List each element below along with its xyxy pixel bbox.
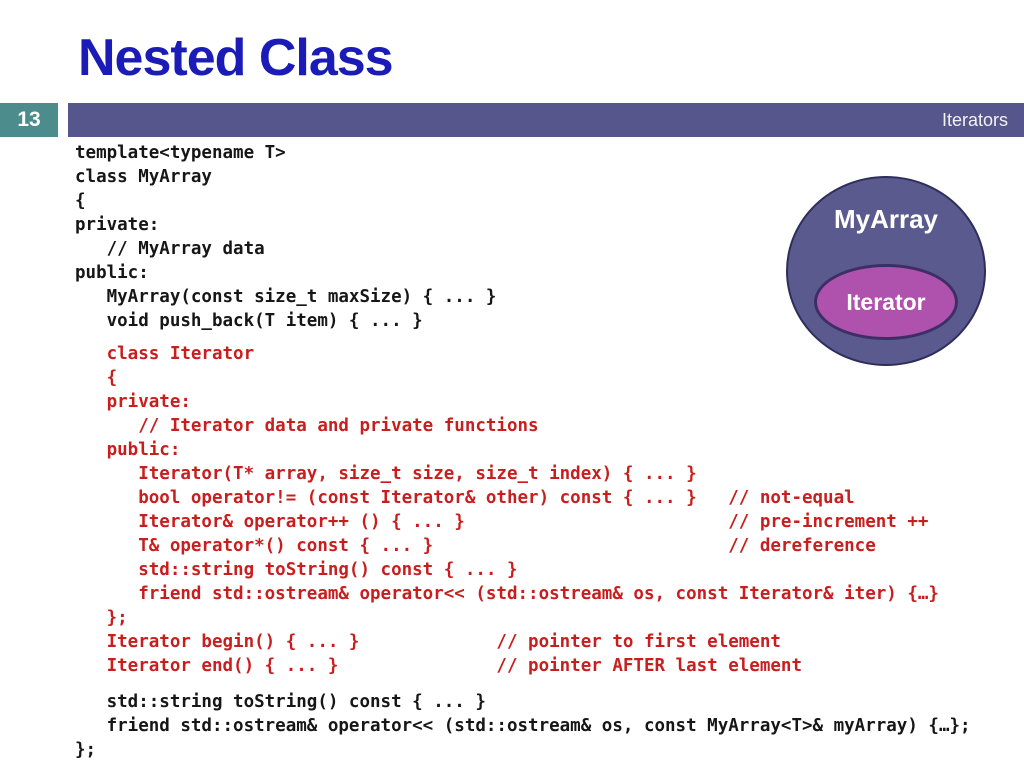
code-line: Iterator end() { ... } // pointer AFTER … <box>75 656 802 676</box>
code-line: private: <box>75 215 160 235</box>
code-line: friend std::ostream& operator<< (std::os… <box>75 716 971 736</box>
code-line: class Iterator <box>75 344 255 364</box>
iterator-ellipse: Iterator <box>814 264 958 340</box>
code-line: class MyArray <box>75 167 212 187</box>
code-line: // MyArray data <box>75 239 265 259</box>
code-line: public: <box>75 263 149 283</box>
code-line: void push_back(T item) { ... } <box>75 311 423 331</box>
code-line: { <box>75 191 86 211</box>
code-line: private: <box>75 392 191 412</box>
nested-class-diagram: MyArray Iterator <box>786 176 986 366</box>
code-line: template<typename T> <box>75 143 286 163</box>
slide-number-badge: 13 <box>0 103 58 137</box>
code-line: std::string toString() const { ... } <box>75 560 518 580</box>
code-line: T& operator*() const { ... } // derefere… <box>75 536 876 556</box>
code-line: // Iterator data and private functions <box>75 416 539 436</box>
code-line: Iterator(T* array, size_t size, size_t i… <box>75 464 697 484</box>
myarray-ellipse: MyArray Iterator <box>786 176 986 366</box>
code-line: friend std::ostream& operator<< (std::os… <box>75 584 939 604</box>
myarray-label: MyArray <box>833 204 939 234</box>
header-strip: Iterators <box>68 103 1024 137</box>
code-line: Iterator begin() { ... } // pointer to f… <box>75 632 781 652</box>
code-line: public: <box>75 440 181 460</box>
iterator-label: Iterator <box>846 288 926 315</box>
code-line: MyArray(const size_t maxSize) { ... } <box>75 287 497 307</box>
header-bar: 13 Iterators <box>0 103 1024 137</box>
code-line: std::string toString() const { ... } <box>75 692 486 712</box>
code-line: Iterator& operator++ () { ... } // pre-i… <box>75 512 929 532</box>
header-divider <box>58 103 68 137</box>
code-line: { <box>75 368 118 388</box>
section-label: Iterators <box>941 109 1008 130</box>
code-block: template<typename T> class MyArray { privat… <box>75 141 971 762</box>
code-line: }; <box>75 740 97 760</box>
code-line: }; <box>75 608 128 628</box>
code-line: bool operator!= (const Iterator& other) … <box>75 488 855 508</box>
page-title: Nested Class <box>78 29 394 87</box>
